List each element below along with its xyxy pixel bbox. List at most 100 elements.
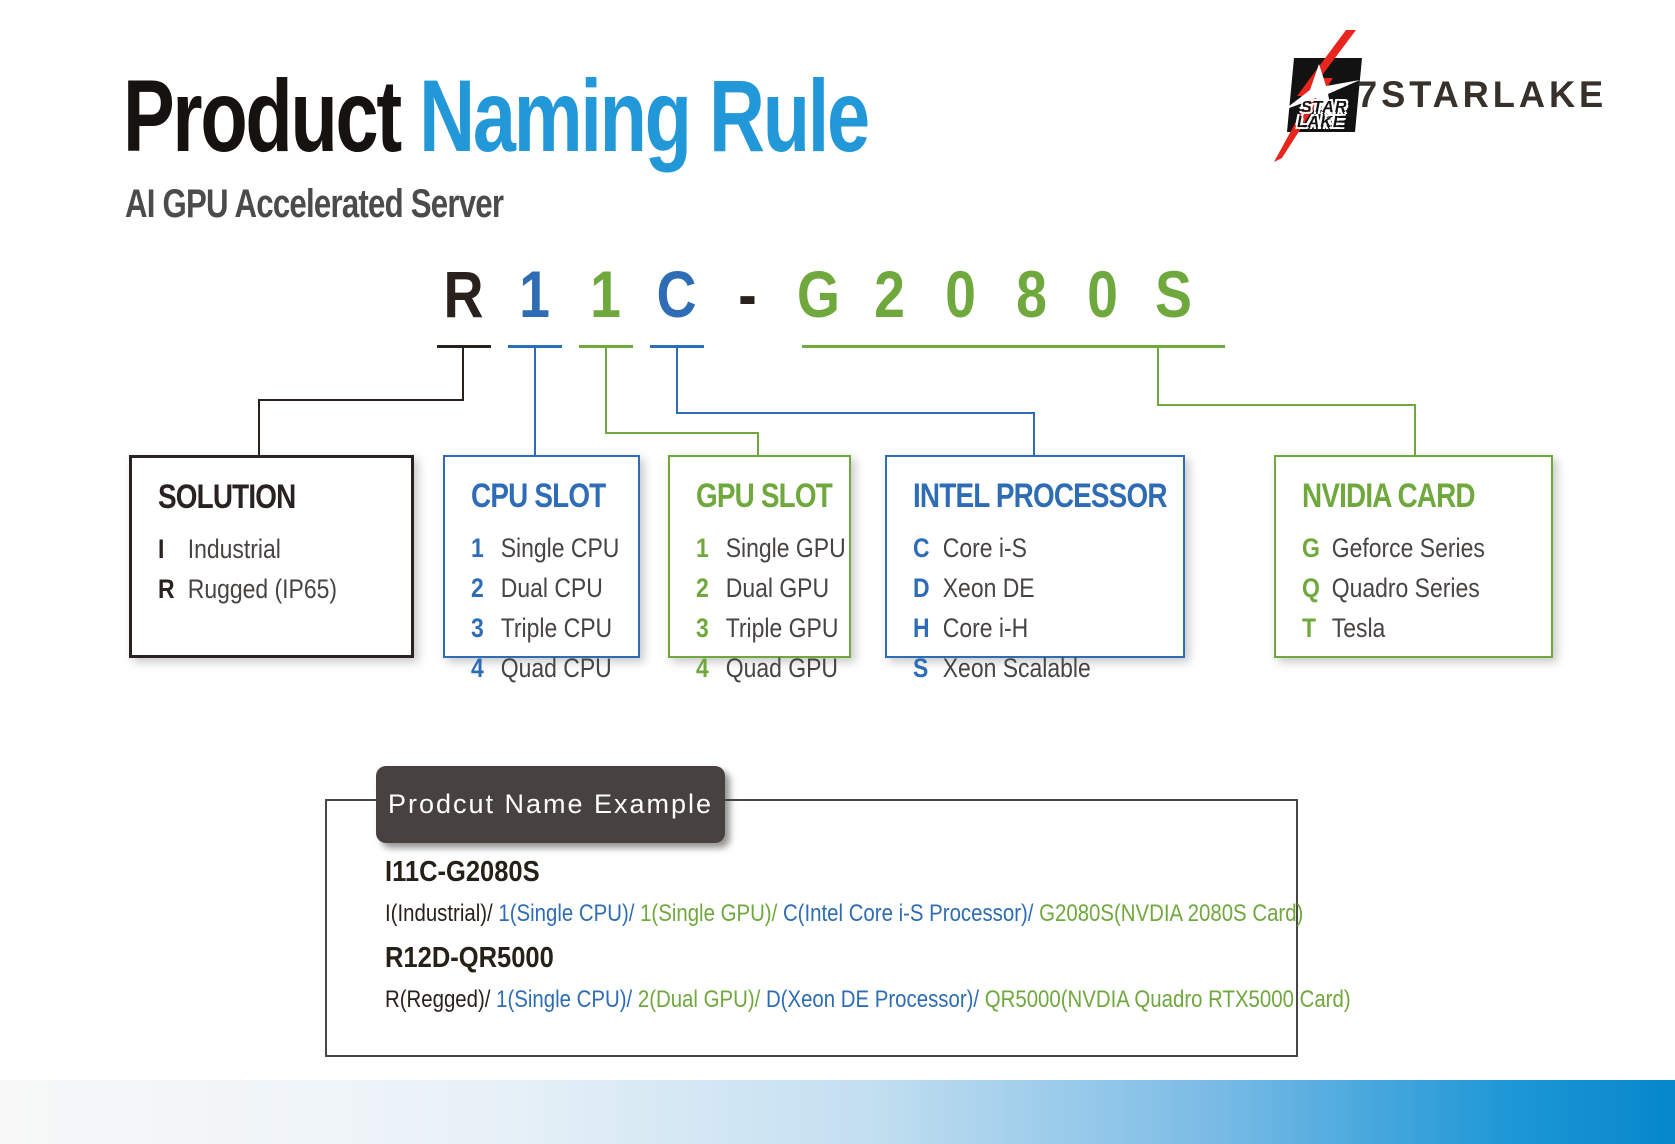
logo-wordmark: 7STARLAKE <box>1357 74 1608 115</box>
item-label: Industrial <box>187 534 281 564</box>
item-label: Geforce Series <box>1331 533 1485 563</box>
item-label: Tesla <box>1331 613 1386 643</box>
item-key: G <box>1302 533 1320 563</box>
code-letter-gpu: 1 <box>590 257 621 331</box>
connector-solution <box>258 399 464 401</box>
box-item: S Xeon Scalable <box>913 648 1143 688</box>
solution-box: SOLUTION I Industrial R Rugged (IP65) <box>129 455 414 658</box>
example-segment: 1(Single CPU)/ <box>498 900 635 927</box>
item-key: 2 <box>471 573 484 603</box>
item-label: Xeon Scalable <box>942 653 1091 683</box>
item-key: 4 <box>471 653 484 683</box>
box-title: GPU SLOT <box>696 477 833 515</box>
box-item: 1 Single GPU <box>696 528 846 568</box>
item-label: Single CPU <box>500 533 620 563</box>
connector-intel <box>676 347 678 414</box>
example-segment: QR5000(NVDIA Quadro RTX5000 Card) <box>979 986 1351 1013</box>
item-label: Single GPU <box>725 533 846 563</box>
item-key: Q <box>1302 573 1320 603</box>
item-label: Dual GPU <box>725 573 830 603</box>
connector-intel <box>1033 412 1035 456</box>
code-digit: 0 <box>1087 257 1118 331</box>
box-item: 2 Dual GPU <box>696 568 830 608</box>
item-key: 2 <box>696 573 709 603</box>
item-key: 1 <box>696 533 709 563</box>
example-detail: I(Industrial)/ 1(Single CPU)/ 1(Single G… <box>385 900 1303 928</box>
example-tab-label: Prodcut Name Example <box>387 789 714 819</box>
box-item: 2 Dual CPU <box>471 568 613 608</box>
code-digit: 8 <box>1016 257 1047 331</box>
code-digit: 0 <box>945 257 976 331</box>
example-tab: Prodcut Name Example <box>376 766 725 843</box>
logo-lake-text: LAKE <box>1297 114 1345 131</box>
item-key: C <box>913 533 930 563</box>
underline-cpu <box>508 345 562 348</box>
item-key: 1 <box>471 533 484 563</box>
connector-gpu <box>605 432 759 434</box>
cpu-slot-box: CPU SLOT 1 Single CPU 2 Dual CPU 3 Triple C… <box>443 455 640 683</box>
box-item: Q Quadro Series <box>1302 568 1514 608</box>
underline-solution <box>437 345 491 348</box>
item-label: Dual CPU <box>500 573 603 603</box>
example-segment: G2080S(NVDIA 2080S Card) <box>1033 900 1304 927</box>
page-subtitle: AI GPU Accelerated Server <box>125 182 504 226</box>
item-key: 3 <box>471 613 484 643</box>
connector-solution <box>462 347 464 401</box>
box-title: NVIDIA CARD <box>1302 477 1476 515</box>
box-item: G Geforce Series <box>1302 528 1514 568</box>
item-label: Triple CPU <box>500 613 613 643</box>
example-segment: D(Xeon DE Processor)/ <box>760 986 980 1013</box>
logo-star-text: STAR <box>1301 99 1348 116</box>
item-key: R <box>158 574 175 604</box>
box-item: I Industrial <box>158 529 373 569</box>
connector-nvidia <box>1414 404 1416 456</box>
nvidia-card-box: NVIDIA CARD G Geforce Series Q Quadro Seri… <box>1274 455 1553 658</box>
connector-gpu <box>757 432 759 456</box>
underline-intel <box>650 345 704 348</box>
connector-cpu <box>534 347 536 456</box>
code-letter-suffix: S <box>1155 257 1192 331</box>
item-label: Triple GPU <box>725 613 839 643</box>
connector-gpu <box>605 347 607 434</box>
page-title: Product Naming Rule <box>123 59 870 173</box>
item-key: T <box>1302 613 1317 643</box>
item-label: Xeon DE <box>942 573 1035 603</box>
box-item: 4 Quad CPU <box>471 648 613 688</box>
box-item: T Tesla <box>1302 608 1514 648</box>
item-label: Quadro Series <box>1331 573 1480 603</box>
item-label: Core i-S <box>942 533 1027 563</box>
box-item: R Rugged (IP65) <box>158 569 373 609</box>
page-title-black: Product <box>123 59 420 173</box>
example-segment: 2(Dual GPU)/ <box>632 986 761 1013</box>
item-key: S <box>913 653 929 683</box>
code-letter-solution: R <box>443 257 484 331</box>
example-name: I11C-G2080S <box>385 856 540 888</box>
box-title: SOLUTION <box>158 478 296 516</box>
item-label: Quad CPU <box>500 653 612 683</box>
box-title: CPU SLOT <box>471 477 606 515</box>
item-key: H <box>913 613 930 643</box>
product-code: R 1 1 C - G 2 0 8 0 S <box>428 258 1209 330</box>
example-name: R12D-QR5000 <box>385 942 554 974</box>
example-segment: R(Regged)/ <box>385 986 497 1013</box>
item-label: Rugged (IP65) <box>187 574 338 604</box>
code-letter-nvidia: G <box>796 257 841 331</box>
code-letter-cpu: 1 <box>519 257 550 331</box>
example-segment: I(Industrial)/ <box>385 900 499 927</box>
connector-nvidia <box>1157 347 1159 406</box>
connector-solution <box>258 399 260 456</box>
page-title-blue: Naming Rule <box>419 59 870 173</box>
example-segment: 1(Single CPU)/ <box>496 986 633 1013</box>
example-detail: R(Regged)/ 1(Single CPU)/ 2(Dual GPU)/ D… <box>385 986 1351 1014</box>
item-key: I <box>158 534 165 564</box>
code-dash: - <box>738 257 757 331</box>
connector-nvidia <box>1157 404 1416 406</box>
code-letter-intel: C <box>656 257 697 331</box>
item-key: 4 <box>696 653 709 683</box>
